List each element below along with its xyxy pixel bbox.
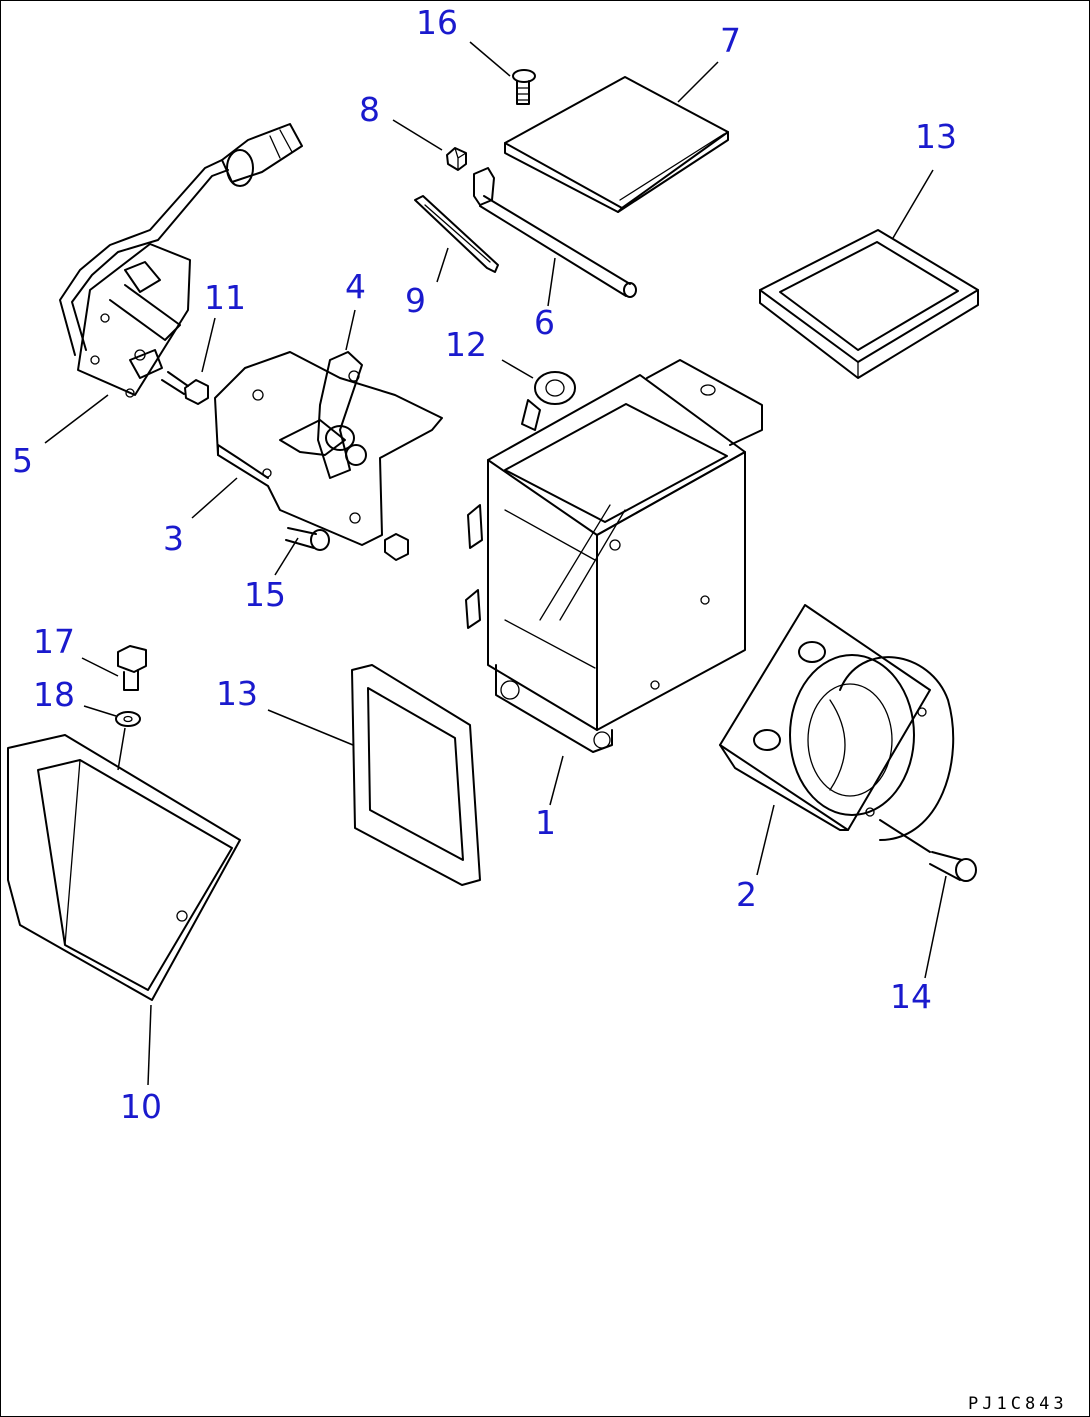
part-14-bolt <box>879 819 977 882</box>
callout-6: 6 <box>534 303 555 342</box>
callout-17: 17 <box>33 622 75 661</box>
part-5-actuator <box>59 123 303 398</box>
callout-9: 9 <box>405 281 426 320</box>
callout-16: 16 <box>416 3 458 42</box>
callout-14: 14 <box>890 977 932 1016</box>
callout-8: 8 <box>359 90 380 129</box>
callout-7: 7 <box>720 21 741 60</box>
part-1-case <box>465 359 763 753</box>
part-16-screw <box>512 69 536 105</box>
part-2-fan <box>719 604 955 841</box>
callout-labels: 1 2 3 4 5 6 7 8 9 10 11 12 13 13 14 15 1… <box>12 3 957 1126</box>
callout-3: 3 <box>163 519 184 558</box>
leader-lines <box>44 41 947 1086</box>
part-9-link <box>414 195 499 273</box>
callout-5: 5 <box>12 441 33 480</box>
callout-18: 18 <box>33 675 75 714</box>
part-8-nut <box>446 147 467 171</box>
drawing-code: PJ1C843 <box>968 1394 1068 1414</box>
callout-13-upper: 13 <box>915 117 957 156</box>
callout-2: 2 <box>736 875 757 914</box>
part-10-cover <box>7 734 241 1001</box>
part-3-bracket <box>214 351 443 546</box>
callout-10: 10 <box>120 1087 162 1126</box>
part-12-bushing <box>521 371 576 431</box>
part-13-lower-gasket <box>351 664 481 886</box>
callout-15: 15 <box>244 575 286 614</box>
part-18-washer <box>115 711 141 727</box>
callout-1: 1 <box>535 803 556 842</box>
callout-4: 4 <box>345 267 366 306</box>
part-4-lever <box>317 351 367 479</box>
part-13-upper-gasket <box>759 229 979 379</box>
callout-11: 11 <box>204 278 246 317</box>
callout-13-lower: 13 <box>216 674 258 713</box>
part-11-bolt <box>161 371 209 405</box>
part-7-filter <box>504 76 729 213</box>
callout-12: 12 <box>445 325 487 364</box>
part-17-bolt <box>117 645 147 691</box>
part-6-shaft <box>473 167 637 298</box>
part-15-screw <box>285 527 409 561</box>
